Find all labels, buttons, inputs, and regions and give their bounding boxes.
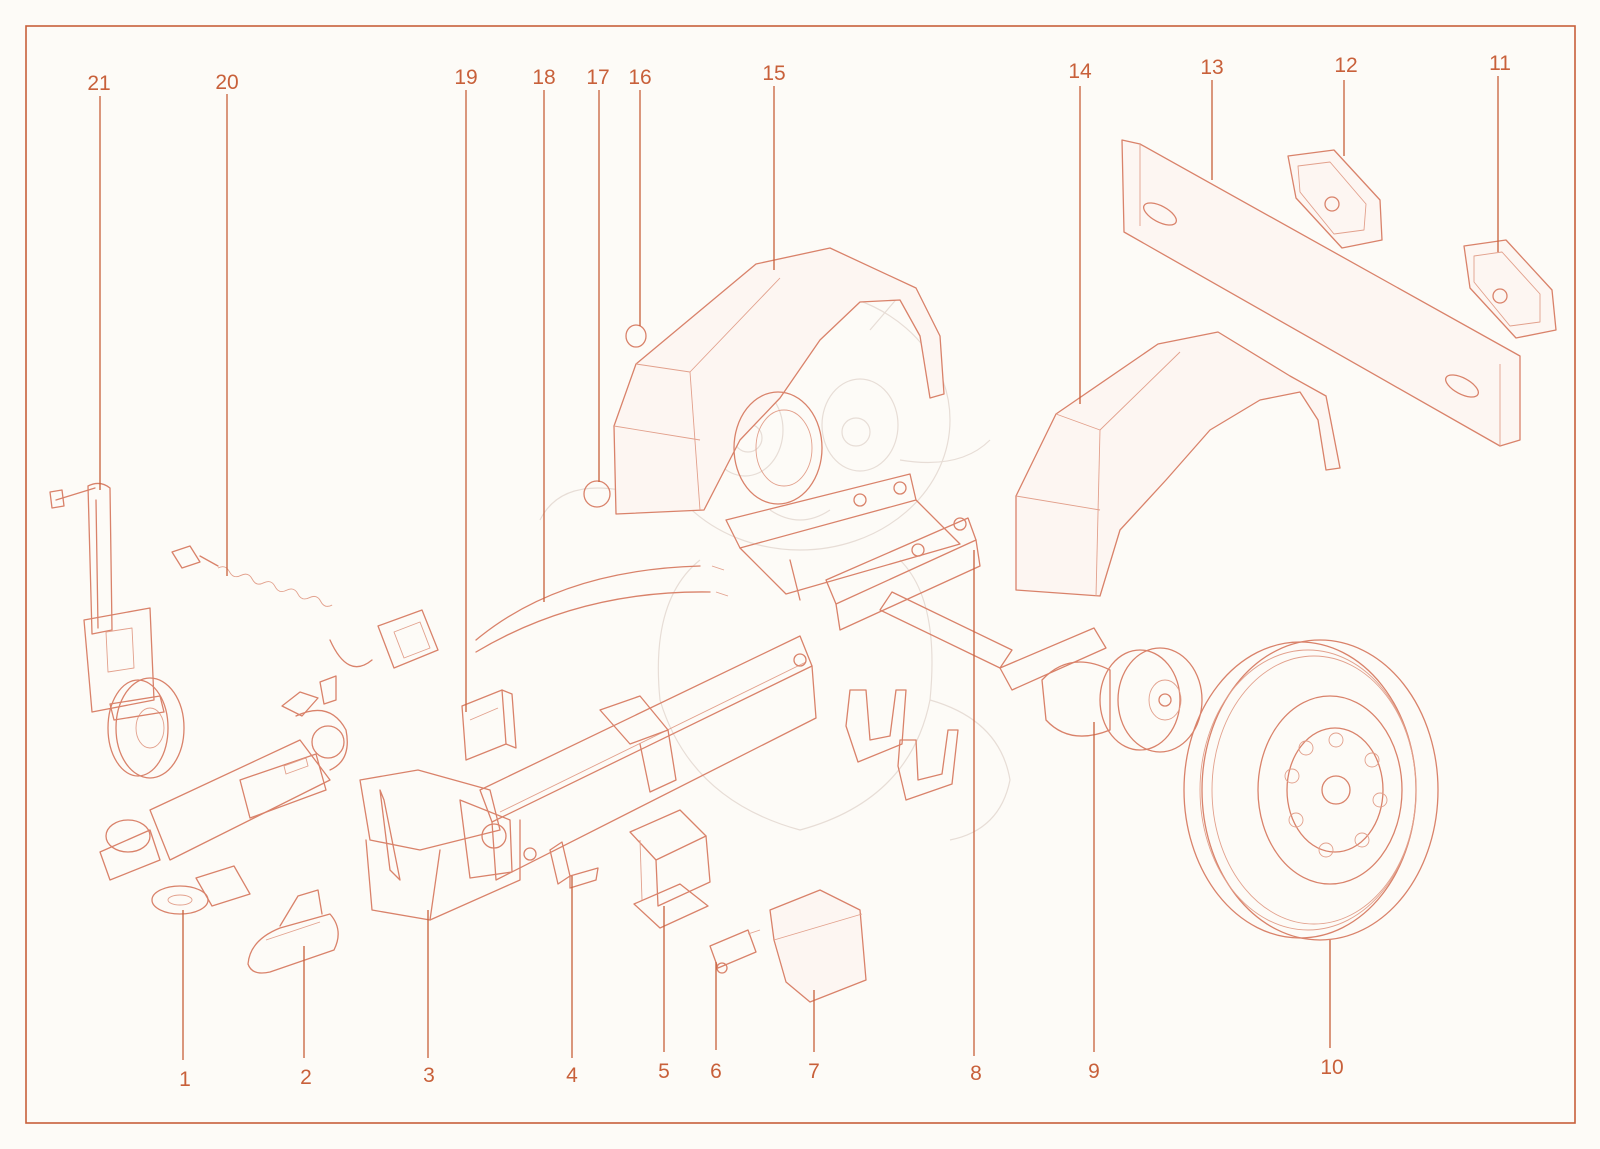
callout-17: 17	[586, 66, 609, 89]
callout-11: 11	[1489, 52, 1511, 75]
part-axle-hub	[879, 591, 1203, 753]
part-brake-cables	[475, 565, 729, 653]
callout-18: 18	[532, 66, 555, 89]
callout-3: 3	[423, 1064, 435, 1087]
part-tail-light-left	[1287, 149, 1383, 249]
part-mounting-bracket	[629, 809, 711, 929]
callout-19: 19	[454, 66, 477, 89]
part-wheel	[1183, 639, 1439, 941]
part-chassis-beam	[479, 635, 817, 881]
callout-7: 7	[808, 1060, 820, 1083]
part-axle-brackets	[725, 473, 981, 801]
part-ring-eye	[151, 865, 251, 915]
part-cover-plate	[769, 889, 867, 1003]
part-hitch-head	[247, 889, 339, 974]
diagram-frame	[25, 25, 1576, 1124]
callout-5: 5	[658, 1060, 670, 1083]
part-bracket-plate	[461, 689, 517, 761]
part-small-clip	[549, 841, 599, 889]
callout-16: 16	[628, 66, 651, 89]
callout-15: 15	[762, 62, 785, 85]
part-switch	[709, 929, 761, 974]
callout-1: 1	[179, 1068, 191, 1091]
callout-labels: 1 2 3 4 5 6 7 8 9 10 11 12 13 14 15 16 1…	[87, 52, 1511, 1091]
part-drawbar-assembly	[99, 675, 521, 921]
callout-21: 21	[87, 72, 110, 95]
part-tail-light-right	[1463, 239, 1557, 339]
callout-4: 4	[566, 1064, 578, 1087]
leader-lines	[99, 76, 1499, 1060]
callout-2: 2	[300, 1066, 312, 1089]
callout-12: 12	[1334, 54, 1357, 77]
part-fender-left	[613, 247, 945, 515]
part-light-bar	[1121, 139, 1521, 447]
part-jockey-wheel	[49, 482, 185, 779]
part-cap-round	[583, 480, 611, 508]
callout-20: 20	[215, 71, 238, 94]
part-cap-small	[625, 324, 647, 348]
callout-13: 13	[1200, 56, 1223, 79]
callout-9: 9	[1088, 1060, 1100, 1083]
callout-14: 14	[1068, 60, 1092, 83]
part-coil-cable	[171, 545, 439, 669]
part-fender-right	[1015, 331, 1341, 597]
callout-6: 6	[710, 1060, 722, 1083]
callout-8: 8	[970, 1062, 982, 1085]
callout-10: 10	[1320, 1056, 1343, 1079]
